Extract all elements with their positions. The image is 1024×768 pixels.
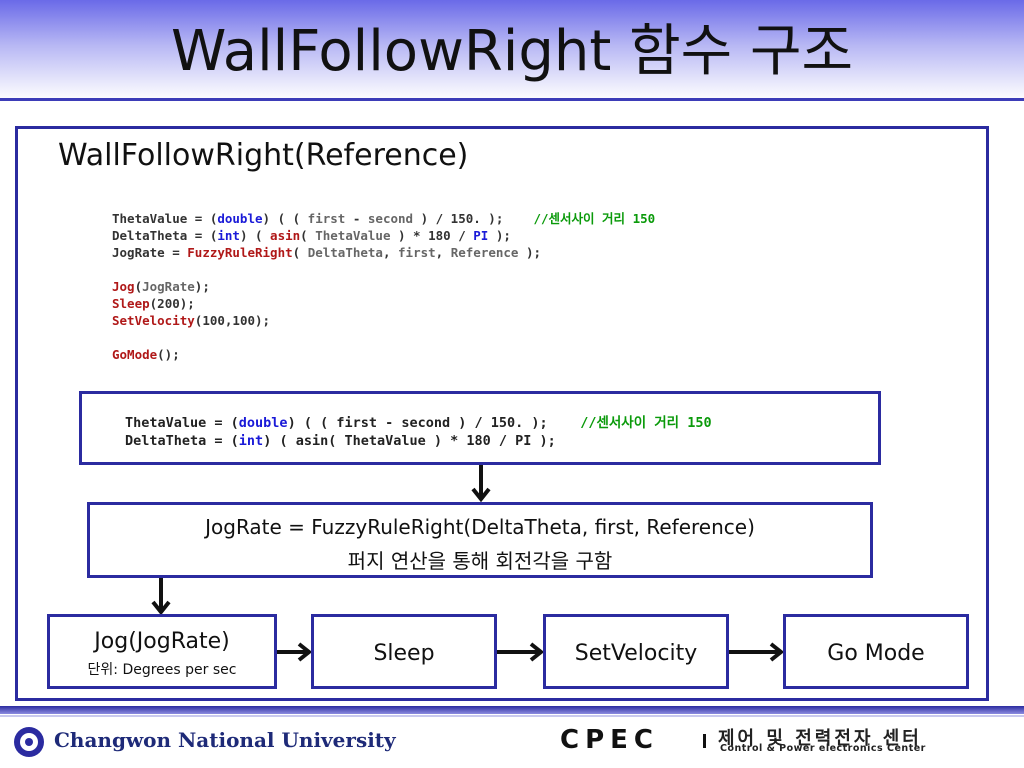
title-rule	[0, 98, 1024, 101]
code-zoom-box: ThetaValue = (double) ( ( first - second…	[79, 391, 881, 465]
logo-separator	[703, 734, 706, 748]
zoom-code: ThetaValue = (double) ( ( first - second…	[125, 415, 712, 449]
university-emblem-icon	[14, 727, 44, 757]
code-line-jog: Jog(JogRate);	[112, 279, 210, 294]
code-line-setvelocity: SetVelocity(100,100);	[112, 313, 271, 328]
function-signature: WallFollowRight(Reference)	[58, 138, 469, 173]
content-frame	[15, 126, 989, 701]
fuzzy-rule-box: JogRate = FuzzyRuleRight(DeltaTheta, fir…	[87, 502, 873, 578]
step-sleep-label: Sleep	[373, 641, 435, 666]
footer-rule	[0, 706, 1024, 714]
university-name: Changwon National University	[54, 728, 396, 752]
arrow-down-icon	[471, 465, 491, 503]
arrow-right-icon	[729, 642, 785, 662]
step-setvelocity-box: SetVelocity	[543, 614, 729, 689]
step-gomode-box: Go Mode	[783, 614, 969, 689]
code-line-thetavalue: ThetaValue = (double) ( ( first - second…	[112, 211, 656, 226]
arrow-down-icon	[151, 578, 171, 616]
code-line-gomode: GoMode();	[112, 347, 180, 362]
arrow-right-icon	[277, 642, 313, 662]
step-gomode-label: Go Mode	[827, 641, 925, 666]
slide-title: WallFollowRight 함수 구조	[170, 19, 854, 84]
title-band	[0, 0, 1024, 100]
fuzzy-rule-description: 퍼지 연산을 통해 회전각을 구함	[347, 549, 613, 573]
step-sleep-box: Sleep	[311, 614, 497, 689]
cpec-logo: CPEC	[560, 725, 659, 755]
code-line-deltatheta: DeltaTheta = (int) ( asin( ThetaValue ) …	[112, 228, 511, 243]
fuzzy-rule-label: JogRate = FuzzyRuleRight(DeltaTheta, fir…	[205, 515, 755, 539]
code-line-sleep: Sleep(200);	[112, 296, 195, 311]
step-jog-unit: 단위: Degrees per sec	[87, 662, 237, 678]
code-line-jograte: JogRate = FuzzyRuleRight( DeltaTheta, fi…	[112, 245, 542, 260]
footer-rule-light	[0, 715, 1024, 717]
step-jog-label: Jog(JogRate)	[94, 629, 230, 654]
arrow-right-icon	[497, 642, 545, 662]
step-jog-box: Jog(JogRate) 단위: Degrees per sec	[47, 614, 277, 689]
code-comment: //센서사이 거리 150	[533, 211, 656, 226]
center-name-english: Control & Power electronics Center	[720, 743, 926, 754]
step-setvelocity-label: SetVelocity	[574, 641, 698, 666]
center-name-korean: 제어 및 전력전자 센터	[718, 728, 922, 749]
